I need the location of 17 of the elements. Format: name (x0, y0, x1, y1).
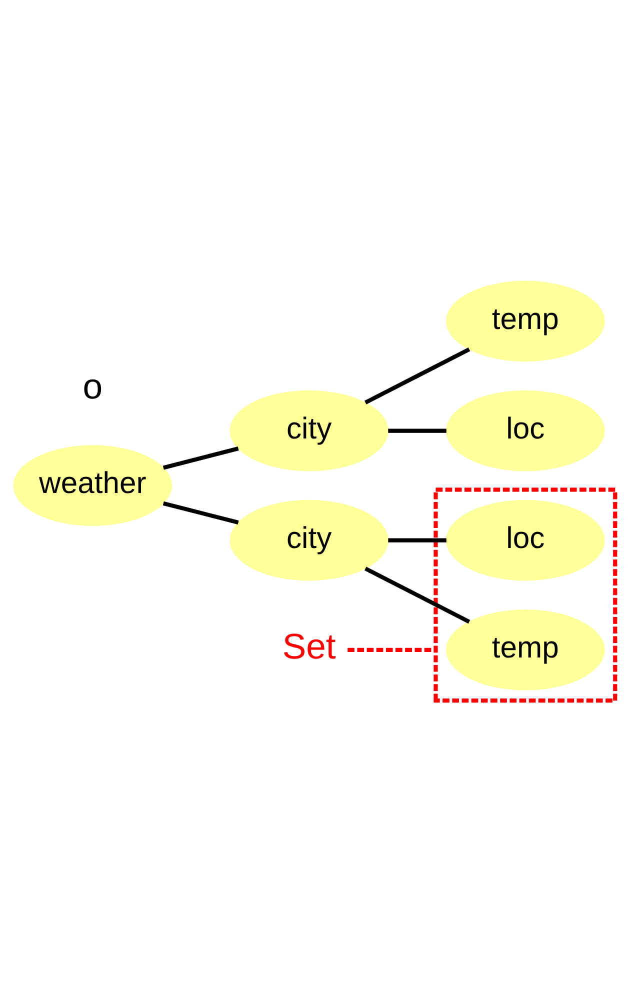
connector (348, 648, 436, 652)
node-ellipse: weather (13, 445, 172, 526)
label: o (82, 366, 103, 406)
node-text: Set (282, 626, 336, 667)
connector (388, 538, 446, 542)
node-ellipse: temp (446, 610, 605, 690)
connector (162, 446, 239, 470)
node-ellipse: city (230, 500, 388, 581)
node-ellipse: temp (446, 280, 605, 362)
connector (364, 566, 470, 624)
node-ellipse: loc (446, 500, 605, 581)
cluster (434, 488, 618, 703)
connector (388, 428, 446, 433)
connector (162, 501, 239, 525)
node-ellipse: loc (446, 390, 605, 472)
connector (364, 347, 470, 404)
node-ellipse: city (230, 390, 388, 472)
